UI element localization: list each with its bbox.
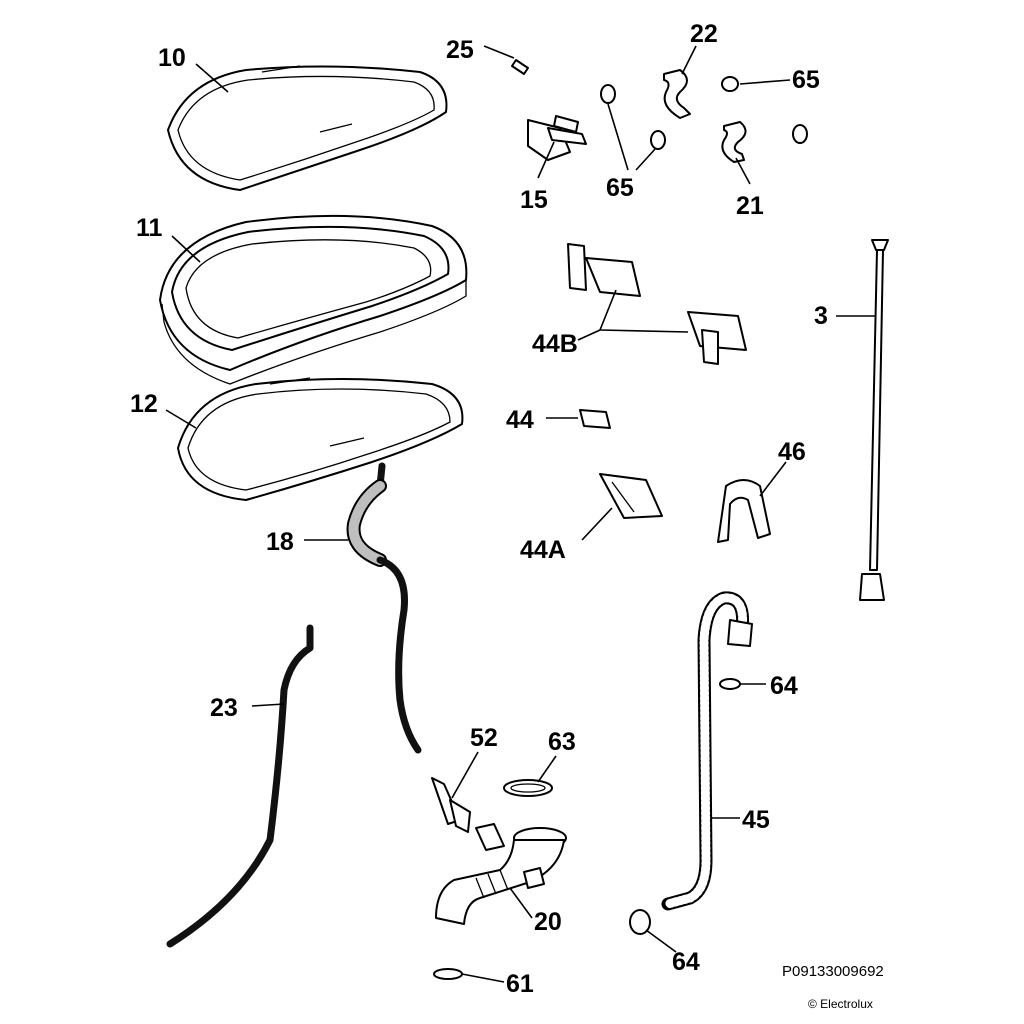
part-64-clips: [629, 678, 741, 935]
label-15: 15: [520, 186, 548, 214]
part-44B-clamps: [567, 243, 747, 365]
label-44A: 44A: [520, 536, 566, 564]
copyright-text: © Electrolux: [808, 997, 873, 1011]
part-20-sump-hose: [435, 823, 567, 925]
part-18-hose: [346, 462, 422, 754]
label-18: 18: [266, 528, 294, 556]
part-44-clamp: [579, 409, 611, 429]
part-21-elbow: [721, 121, 747, 163]
part-46-hose-holder: [717, 479, 771, 543]
part-3-rod: [859, 239, 889, 601]
part-25-screw: [511, 59, 529, 75]
label-52: 52: [470, 724, 498, 752]
diagram-code: P09133009692: [782, 963, 884, 980]
part-44A-clamp: [599, 473, 663, 519]
part-61-clip: [433, 968, 463, 980]
label-21: 21: [736, 192, 764, 220]
label-64-b: 64: [672, 948, 700, 976]
label-64-a: 64: [770, 672, 798, 700]
label-23: 23: [210, 694, 238, 722]
label-65-a: 65: [606, 174, 634, 202]
label-46: 46: [778, 438, 806, 466]
label-20: 20: [534, 908, 562, 936]
label-63: 63: [548, 728, 576, 756]
label-12: 12: [130, 390, 158, 418]
label-44: 44: [506, 406, 534, 434]
part-12-seal-ring: [177, 377, 464, 501]
part-52-fitting: [431, 777, 471, 833]
label-45: 45: [742, 806, 770, 834]
part-65-rings: [600, 76, 808, 150]
label-65-b: 65: [792, 66, 820, 94]
part-45-drain-hose: [661, 591, 753, 911]
part-22-elbow: [663, 69, 691, 119]
label-10: 10: [158, 44, 186, 72]
label-61: 61: [506, 970, 534, 998]
part-15-valve-bracket: [527, 115, 587, 161]
part-10-seal-ring: [167, 65, 448, 191]
part-63-clamp: [503, 779, 553, 797]
part-labels: 10 11 12 25 15 65 65 22 21 3 44B 44 44A …: [130, 20, 828, 998]
label-11: 11: [136, 214, 163, 242]
part-23-hose: [166, 624, 314, 948]
label-44B: 44B: [532, 330, 578, 358]
part-11-door-bowl: [159, 214, 468, 385]
label-25: 25: [446, 36, 474, 64]
label-22: 22: [690, 20, 718, 48]
label-3: 3: [814, 302, 828, 330]
leader-lines: [165, 45, 876, 983]
